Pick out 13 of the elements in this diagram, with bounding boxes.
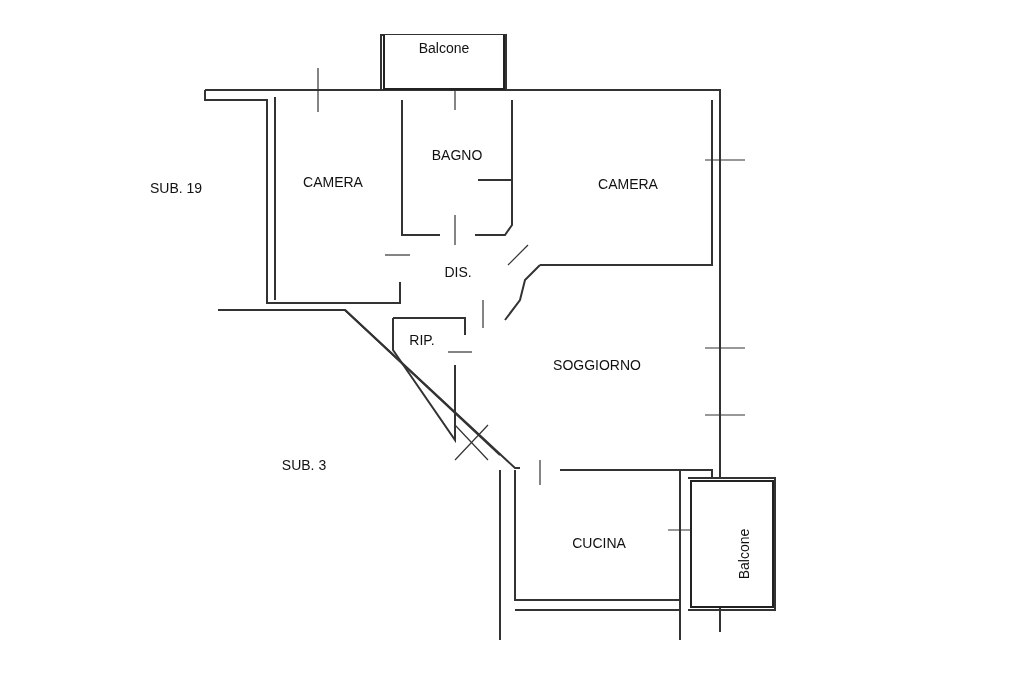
balcony-area <box>383 35 505 90</box>
room-label: CAMERA <box>303 174 363 190</box>
room-label: DIS. <box>444 264 472 280</box>
balcony-area <box>690 480 774 608</box>
room-label: Balcone <box>418 39 470 56</box>
unit-label: SUB. 3 <box>281 457 327 473</box>
room-label: BAGNO <box>431 147 483 163</box>
unit-label: SUB. 19 <box>149 180 203 196</box>
room-label: RIP. <box>409 332 435 348</box>
room-label: CUCINA <box>572 535 626 551</box>
room-label: SOGGIORNO <box>553 357 641 373</box>
room-label: Balcone <box>736 528 752 580</box>
room-label: CAMERA <box>598 176 658 192</box>
